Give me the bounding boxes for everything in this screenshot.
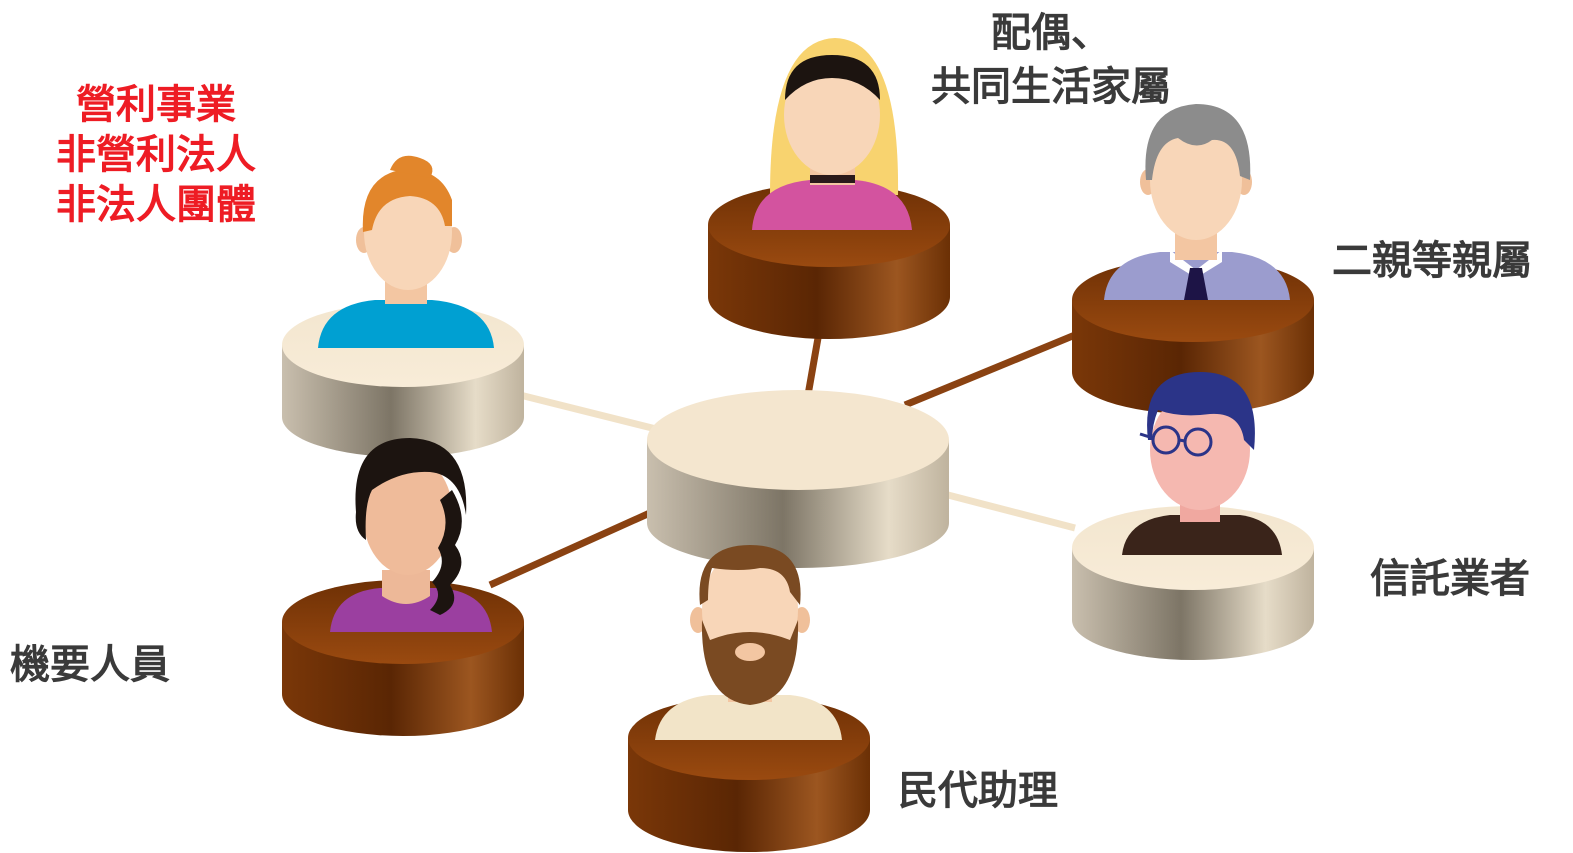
link-trust: [947, 491, 1076, 532]
corporate-label: 營利事業 非營利法人 非法人團體: [38, 80, 274, 230]
assistant-node: [628, 545, 870, 852]
link-relatives: [903, 331, 1077, 409]
spouse-label: 配偶、 共同生活家屬: [906, 6, 1196, 114]
corporate-node: [282, 155, 524, 457]
link-corporate: [519, 391, 661, 434]
man-glasses-avatar-icon: [1122, 372, 1282, 555]
trust-node: [1072, 372, 1314, 660]
spouse-label-line-2: 共同生活家屬: [931, 64, 1171, 110]
assistant-label: 民代助理: [898, 768, 1058, 814]
central-hub-disk: [647, 390, 949, 568]
link-key-personnel: [488, 508, 654, 589]
man-orange-hair-avatar-icon: [318, 155, 494, 348]
woman-blonde-hair-avatar-icon: [752, 38, 912, 230]
trust-label: 信託業者: [1370, 556, 1530, 602]
key-personnel-node: [282, 438, 524, 736]
corporate-label-line-1: 營利事業: [76, 82, 236, 128]
corporate-label-line-2: 非營利法人: [56, 132, 256, 178]
woman-braid-avatar-icon: [330, 438, 492, 632]
corporate-label-line-3: 非法人團體: [56, 182, 256, 228]
man-beard-avatar-icon: [655, 545, 842, 740]
network-links: [488, 331, 1077, 589]
relatives-label: 二親等親屬: [1332, 238, 1532, 284]
key-personnel-label: 機要人員: [10, 642, 170, 688]
spouse-label-line-1: 配偶、: [991, 10, 1111, 56]
spouse-node: [708, 38, 950, 339]
link-spouse: [804, 337, 822, 396]
relatives-node: [1072, 104, 1314, 414]
man-gray-hair-tie-avatar-icon: [1104, 104, 1290, 300]
